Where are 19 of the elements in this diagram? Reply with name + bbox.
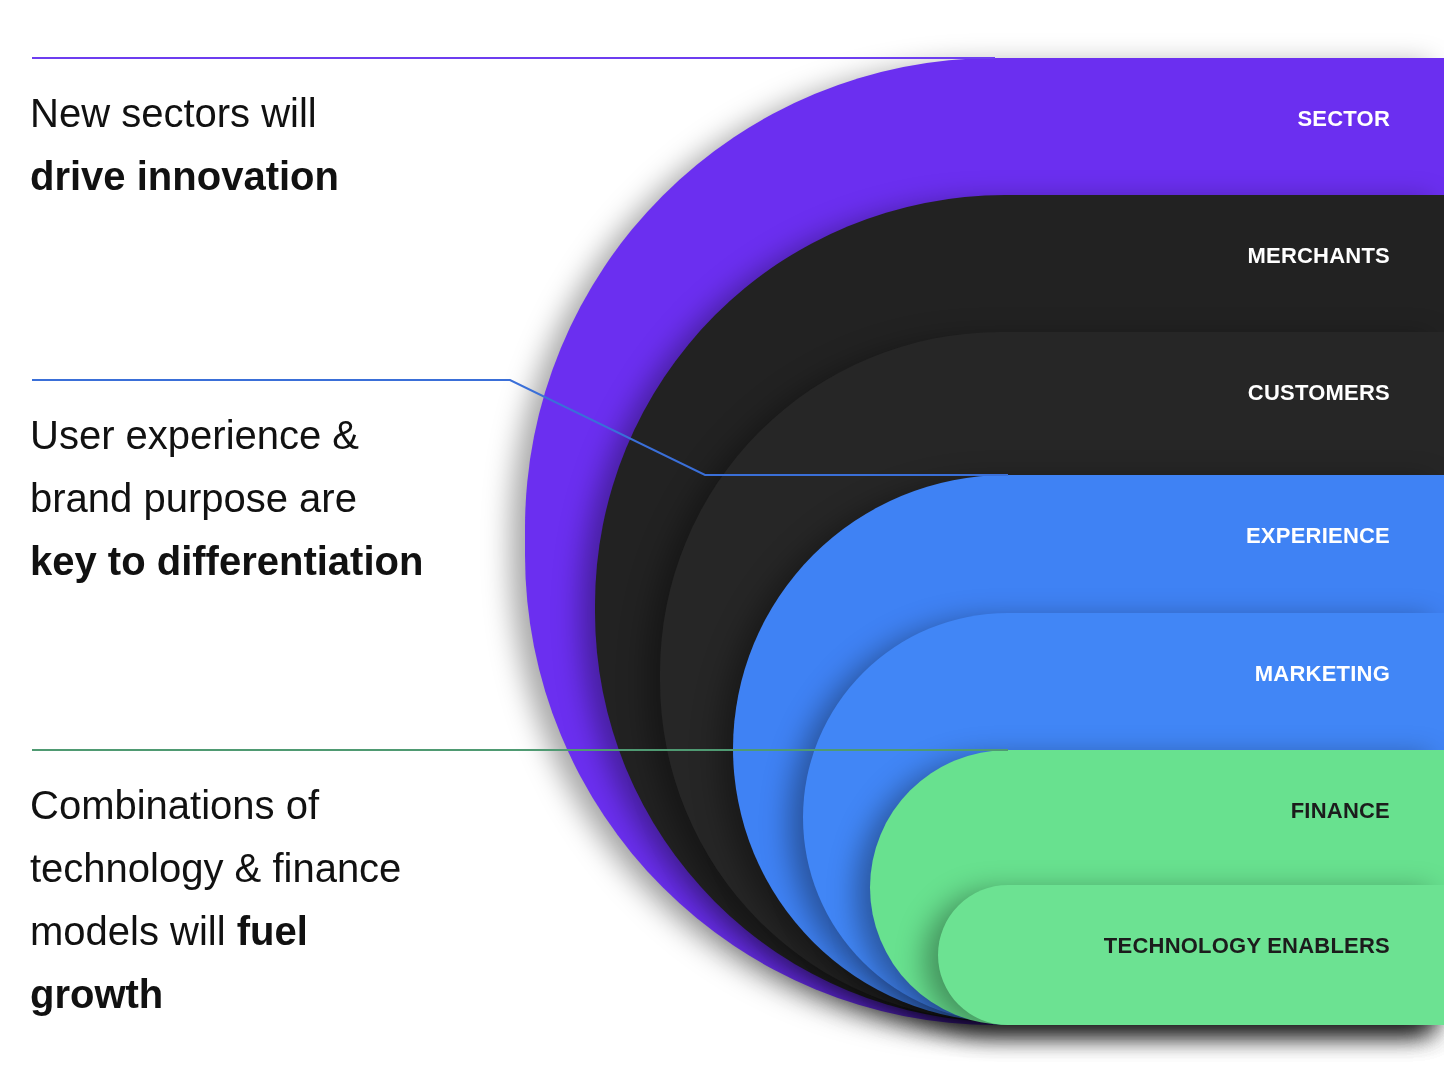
- layer-band: [595, 195, 1444, 1022]
- layer-band: [938, 885, 1444, 1025]
- layer-band: [733, 475, 1444, 1022]
- layer-band: [525, 58, 1444, 1025]
- leader-line: [31, 379, 1009, 476]
- layer-label: SECTOR: [1297, 106, 1390, 132]
- leader-line: [31, 57, 996, 59]
- layer-label: MARKETING: [1254, 661, 1390, 687]
- leader-line: [31, 749, 1009, 751]
- statement-text: User experience & brand purpose are key to differentiation: [30, 412, 425, 585]
- layer-label: EXPERIENCE: [1245, 523, 1390, 549]
- layer-label: MERCHANTS: [1247, 243, 1390, 269]
- layer-label: CUSTOMERS: [1247, 380, 1390, 406]
- layer-band: [870, 750, 1444, 1025]
- layer-band: [803, 613, 1444, 1022]
- layer-label: TECHNOLOGY ENABLERS: [1103, 933, 1390, 959]
- layer-label: FINANCE: [1290, 798, 1390, 824]
- statement-text: Combinations of technology & finance models will fuel growth: [30, 782, 403, 1018]
- statement-text: New sectors will drive innovation: [30, 90, 340, 200]
